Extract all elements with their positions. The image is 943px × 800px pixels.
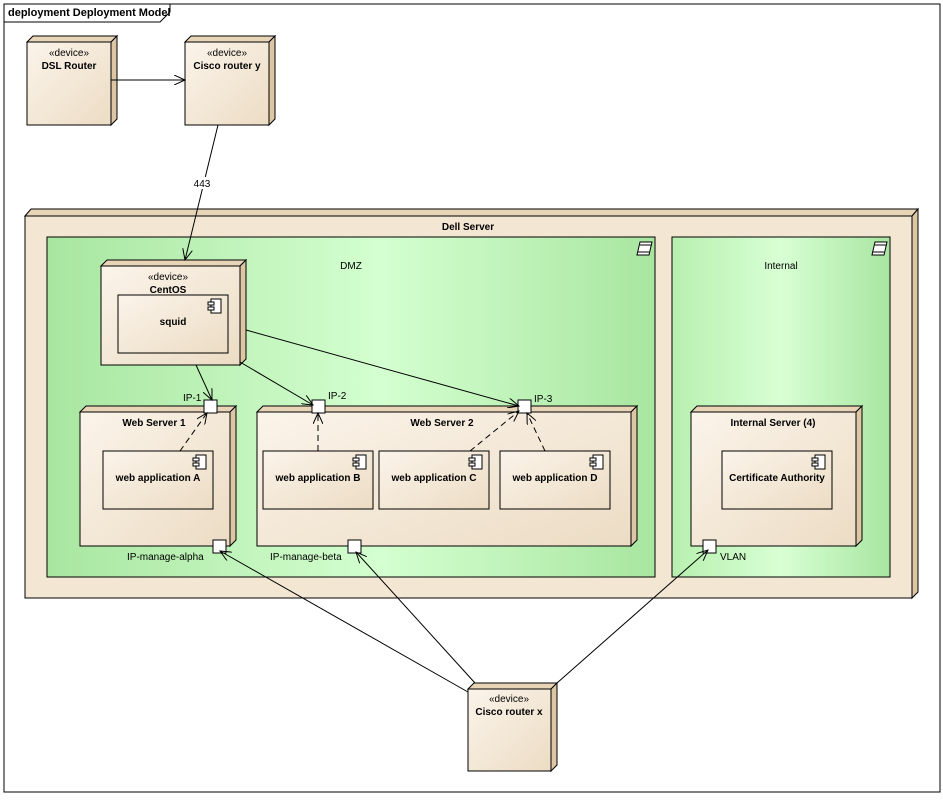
port-label: IP-manage-alpha [127,552,204,563]
component-name: Certificate Authority [729,473,825,484]
component-name: web application A [115,473,201,484]
frame-title-tab [3,3,171,23]
port-label: IP-3 [534,394,553,405]
frame-title: deployment Deployment Model [8,7,171,19]
connector-centos-to-ip-2[interactable] [239,361,313,405]
component-icon [192,454,207,470]
node-name: Cisco router x [475,707,543,718]
connector-cisco-x-to-manage-beta[interactable] [356,552,476,684]
component-name: web application D [511,473,597,484]
node-stereotype: «device» [148,272,188,283]
connector-cisco-x-to-vlan[interactable] [556,550,708,684]
connector-cisco-x-to-manage-alpha[interactable] [220,551,469,693]
component-name: squid [160,317,187,328]
connector-app-c-to-ip-3[interactable] [469,411,519,452]
connector-label-bg [192,177,212,189]
component-web-app-a[interactable]: web application A [102,450,214,510]
port-ip-manage-alpha[interactable] [212,539,227,554]
connector-app-d-to-ip-3[interactable] [527,413,546,452]
connector-centos-to-ip-3[interactable] [245,329,519,406]
component-name: web application B [274,473,360,484]
port-label: IP-1 [183,393,202,404]
node-name: Web Server 1 [122,418,186,429]
node-name: Dell Server [442,222,494,233]
port-label: IP-2 [328,391,347,402]
connectors [111,80,708,693]
port-ip-2[interactable] [311,399,326,414]
connector-cisco-y-to-centos[interactable] [185,124,219,260]
component-icon [811,454,826,470]
connector-app-a-to-ip-1[interactable] [179,413,207,452]
connector-centos-to-ip-1[interactable] [195,364,212,400]
component-web-app-c[interactable]: web application C [378,450,490,510]
component-icon [352,454,367,470]
component-name: web application C [390,473,476,484]
port-ip-1[interactable] [203,399,218,414]
component-squid[interactable]: squid [117,294,229,354]
node-stereotype: «device» [207,48,247,59]
port-label: IP-manage-beta [270,552,342,563]
port-ip-manage-beta[interactable] [347,539,362,554]
node-name: Web Server 2 [410,418,474,429]
execution-environment-icon [636,241,653,256]
component-web-app-b[interactable]: web application B [262,450,374,510]
node-dsl-router[interactable]: «device» DSL Router [25,34,119,127]
node-stereotype: «device» [489,694,529,705]
node-cisco-router-x[interactable]: «device» Cisco router x [466,681,559,773]
node-cisco-router-y[interactable]: «device» Cisco router y [183,34,277,127]
component-icon [207,298,222,314]
connector-label-443: 443 [194,179,211,190]
node-stereotype: «device» [49,48,89,59]
port-ip-3[interactable] [517,399,532,414]
component-certificate-authority[interactable]: Certificate Authority [721,450,833,510]
component-icon [589,454,604,470]
zone-label: Internal [764,261,797,272]
port-label: VLAN [720,552,746,563]
zone-label: DMZ [340,261,362,272]
port-vlan[interactable] [702,539,717,554]
execution-environment-icon [871,241,888,256]
node-name: CentOS [150,285,187,296]
component-icon [468,454,483,470]
node-name: Internal Server (4) [730,418,815,429]
node-name: DSL Router [42,61,97,72]
component-web-app-d[interactable]: web application D [499,450,611,510]
node-name: Cisco router y [193,61,261,72]
